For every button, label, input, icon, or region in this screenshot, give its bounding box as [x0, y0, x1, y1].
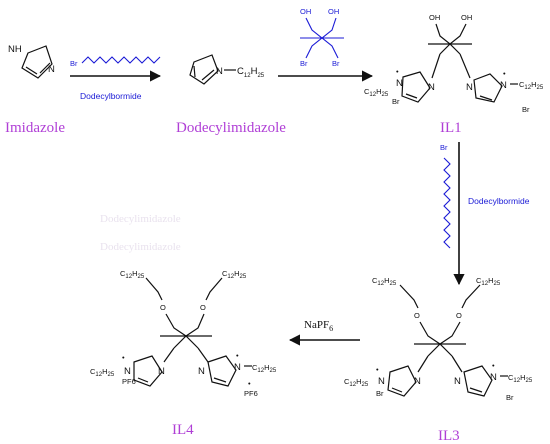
c12h25-group: C12H25 — [237, 66, 265, 79]
n-atom: N — [48, 64, 55, 75]
dodecyl-chain-3 — [443, 157, 451, 249]
c12h25-il4-right: C12H25 — [252, 363, 277, 374]
n-plus-il4-left: N — [124, 366, 131, 377]
n-il3-left: N — [414, 376, 421, 387]
charge-dot-il3-right: • — [492, 361, 495, 370]
charge-dot-il4-right: • — [236, 351, 239, 360]
pf6-il4-left: PF6 — [122, 377, 136, 386]
charge-dot-il4-left: • — [122, 353, 125, 362]
oh-atom-r1: OH — [300, 7, 311, 16]
pf6-il4-right: PF6 — [244, 389, 258, 398]
n-plus-il3-left: N — [378, 376, 385, 387]
o-atom-il3-right: O — [456, 311, 462, 320]
n-atom-2: N — [216, 66, 223, 77]
o-atom-il3-left: O — [414, 311, 420, 320]
oh-atom-il1-left: OH — [429, 13, 440, 22]
charge-dot-il1-left: • — [396, 67, 399, 76]
reaction-arrow-4: NaPF6 — [288, 319, 360, 346]
imidazole-label: Imidazole — [5, 120, 65, 136]
n-plus-il4-right: N — [234, 362, 241, 373]
br-atom-r1: Br — [300, 59, 308, 68]
c12h25-il4-left: C12H25 — [90, 367, 115, 378]
reagent-label-3: Dodecylbormide — [468, 196, 530, 206]
n-il3-right: N — [454, 376, 461, 387]
reaction-arrow-3: Br Dodecylbormide — [440, 142, 530, 286]
oh-atom-r2: OH — [328, 7, 339, 16]
il3-label: IL3 — [438, 428, 460, 444]
n-plus-il1-right: N — [500, 80, 507, 91]
imidazole-structure: NH N — [8, 44, 55, 79]
il1-label: IL1 — [440, 120, 462, 136]
reagent-label-4: NaPF6 — [304, 319, 333, 333]
c12h25-il1-right: C12H25 — [519, 80, 544, 91]
il1-structure: OH OH N N • C12H25 Br N N • C12H25 Br — [364, 13, 544, 114]
il4-structure: C12H25 C12H25 O O N N • C12H25 PF6 N N •… — [90, 269, 277, 398]
reaction-arrow-1: Br Dodecylbormide — [70, 56, 162, 101]
oh-atom-il1-right: OH — [461, 13, 472, 22]
reaction-arrow-2: OH OH Br Br — [278, 7, 374, 82]
dodecylimidazole-structure: N C12H25 — [189, 54, 265, 85]
n-il1-left: N — [428, 82, 435, 93]
c12h25-il4-top-left: C12H25 — [120, 269, 145, 280]
diol-dibromide-reagent: OH OH Br Br — [300, 7, 344, 68]
c12h25-il1-left: C12H25 — [364, 87, 389, 98]
dodecyl-chain-1 — [81, 56, 161, 64]
n-plus-il1-left: N — [396, 78, 403, 89]
c12h25-il3-left: C12H25 — [344, 377, 369, 388]
charge-dot-il3-left: • — [376, 365, 379, 374]
il4-label: IL4 — [172, 422, 194, 438]
br-il3-right: Br — [506, 393, 514, 402]
br-il1-left: Br — [392, 97, 400, 106]
br-atom-r2: Br — [332, 59, 340, 68]
c12h25-il3-top-left: C12H25 — [372, 276, 397, 287]
br-il3-left: Br — [376, 389, 384, 398]
o-atom-il4-right: O — [200, 303, 206, 312]
reagent-label-1: Dodecylbormide — [80, 91, 142, 101]
nh-atom: NH — [8, 44, 22, 55]
ghost-text-2: Dodecylimidazole — [100, 241, 181, 253]
dodecylimidazole-label: Dodecylimidazole — [176, 120, 286, 136]
c12h25-il3-top-right: C12H25 — [476, 276, 501, 287]
n-il4-right: N — [198, 366, 205, 377]
c12h25-il3-right: C12H25 — [508, 373, 533, 384]
br-atom-reagent1: Br — [70, 59, 78, 68]
br-il1-right: Br — [522, 105, 530, 114]
n-plus-il3-right: N — [490, 372, 497, 383]
n-il4-left: N — [158, 366, 165, 377]
ghost-text-1: Dodecylimidazole — [100, 213, 181, 225]
n-il1-right: N — [466, 82, 473, 93]
br-atom-reagent3: Br — [440, 143, 448, 152]
o-atom-il4-left: O — [160, 303, 166, 312]
c12h25-il4-top-right: C12H25 — [222, 269, 247, 280]
background-ghost-text: Dodecylimidazole Dodecylimidazole — [100, 213, 181, 253]
charge-dot-il4-pf6-right: • — [248, 379, 251, 388]
charge-dot-il1-right: • — [503, 69, 506, 78]
il3-structure: C12H25 C12H25 O O N N • C12H25 Br N N • … — [344, 276, 533, 402]
